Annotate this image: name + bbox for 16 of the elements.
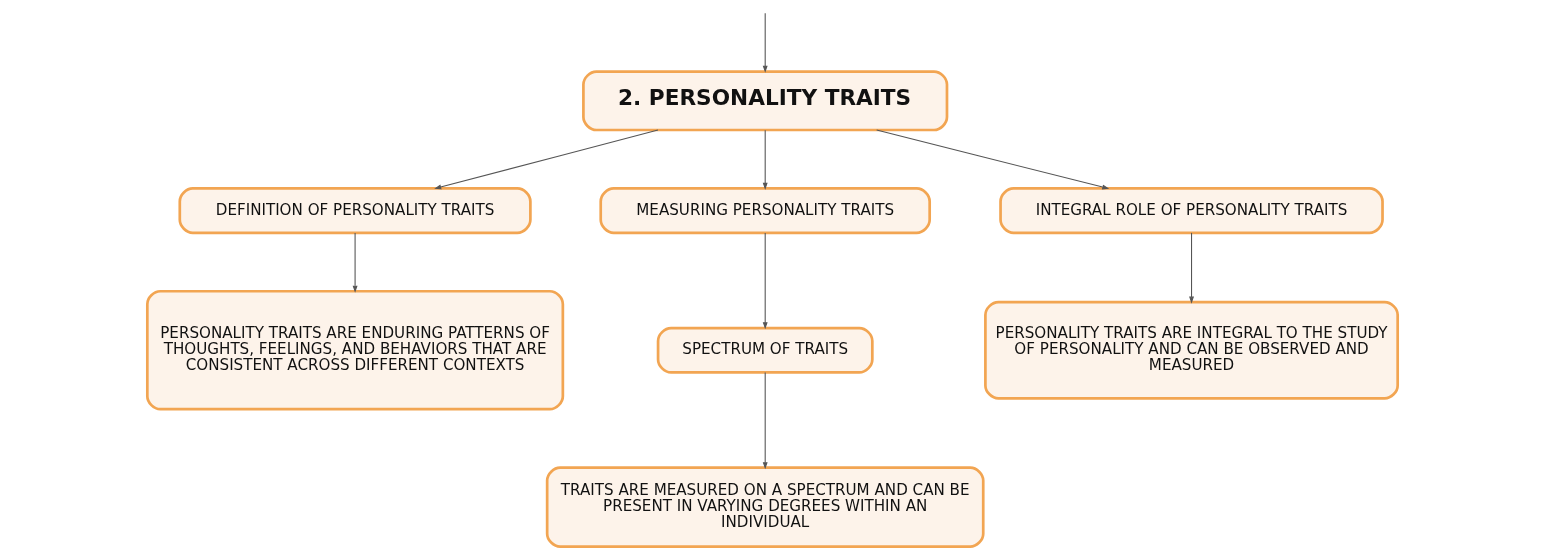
node-box: TRAITS ARE MEASURED ON A SPECTRUM AND CAN BE PRESENT IN VARYING DEGREES WITHIN AN INDIVIDUAL <box>545 466 985 548</box>
node-box: SPECTRUM OF TRAITS <box>656 326 874 374</box>
node-box: PERSONALITY TRAITS ARE ENDURING PATTERNS OF THOUGHTS, FEELINGS, AND BEHAVIORS THAT ARE CONSISTENT ACROSS DIFFERENT CONTEXTS <box>145 289 564 411</box>
node-box: PERSONALITY TRAITS ARE INTEGRAL TO THE STUDY OF PERSONALITY AND CAN BE OBSERVED AND MEASURED <box>983 300 1399 400</box>
node-box: DEFINITION OF PERSONALITY TRAITS <box>177 187 532 235</box>
arrow <box>762 371 768 470</box>
arrow <box>762 12 768 73</box>
arrow <box>762 129 768 190</box>
arrow <box>433 129 658 190</box>
arrow <box>1188 232 1194 304</box>
node-box: INTEGRAL ROLE OF PERSONALITY TRAITS <box>998 187 1384 235</box>
arrow <box>352 232 358 293</box>
node-box: MEASURING PERSONALITY TRAITS <box>598 187 931 235</box>
arrow <box>875 129 1109 190</box>
arrow <box>762 232 768 330</box>
node-box: 2. PERSONALITY TRAITS <box>581 70 948 132</box>
